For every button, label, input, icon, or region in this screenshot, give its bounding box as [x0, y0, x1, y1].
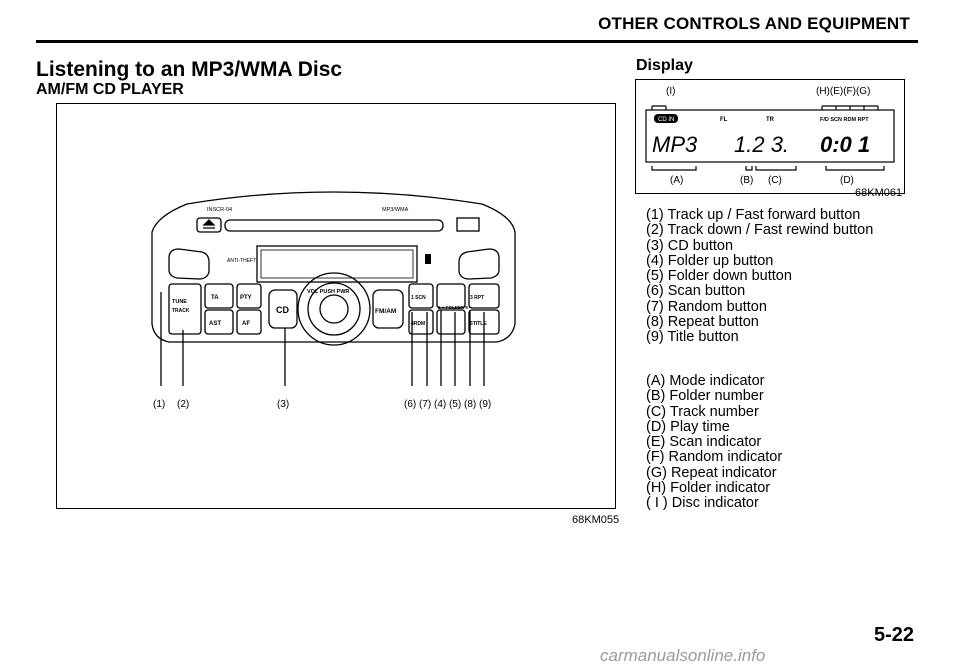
fmam-button-label: FM/AM — [375, 308, 396, 315]
display-figure-caption: 68KM061 — [855, 187, 903, 199]
fl-indicator: FL — [720, 117, 728, 123]
section-header: OTHER CONTROLS AND EQUIPMENT — [598, 14, 910, 33]
tune-label: TUNE — [172, 299, 187, 305]
list-item: (3) CD button — [646, 237, 734, 254]
page-title: Listening to an MP3/WMA Disc — [36, 58, 343, 81]
folder-label: 2 + FOLDER 5 - — [438, 305, 471, 310]
label-h-e-f-g: (H)(E)(F)(G) — [816, 86, 870, 97]
page-number: 5-22 — [873, 624, 914, 646]
title-button-label: 6TITLE — [470, 321, 487, 327]
label-a: (A) — [670, 175, 683, 186]
scn-label: 1 SCN — [411, 295, 426, 301]
callout-6: (6) — [404, 399, 416, 410]
label-i: (I) — [666, 86, 675, 97]
watermark: carmanualsonline.info — [600, 646, 766, 665]
format-label: MP3/WMA — [382, 207, 409, 213]
player-illustration: INSCR-04 MP3/WMA ANTI-THEFT VOL PUSH PWR… — [151, 191, 516, 410]
header-rule — [36, 40, 918, 43]
page-subtitle: AM/FM CD PLAYER — [36, 81, 184, 98]
list-item: (A) Mode indicator — [646, 373, 765, 389]
list-item: (B) Folder number — [646, 388, 764, 405]
vol-label: VOL PUSH PWR — [307, 289, 349, 295]
pty-label: PTY — [240, 295, 252, 301]
indicators-list: (A) Mode indicator (B) Folder number (C)… — [646, 373, 783, 512]
lcd-mode: MP3 — [652, 132, 698, 157]
callout-2: (2) — [177, 399, 189, 410]
callout-1: (1) — [153, 399, 165, 410]
list-item: (1) Track up / Fast forward button — [646, 207, 861, 223]
list-item: (F) Random indicator — [646, 449, 783, 466]
display-illustration: (I) (H)(E)(F)(G) CD IN FL TR F/D SCN RDM… — [645, 86, 895, 186]
callout-5: (5) — [449, 399, 461, 410]
disc-indicator: CD IN — [658, 117, 674, 123]
callout-3: (3) — [277, 399, 289, 410]
list-item: (G) Repeat indicator — [646, 464, 777, 481]
callout-9: (9) — [479, 399, 491, 410]
display-heading: Display — [636, 57, 693, 74]
list-item: (4) Folder up button — [646, 252, 774, 269]
list-item: (7) Random button — [646, 298, 767, 315]
ast-label: AST — [209, 321, 221, 327]
callout-7: (7) — [419, 399, 431, 410]
label-d: (D) — [840, 175, 854, 186]
list-item: (D) Play time — [646, 418, 730, 435]
list-item: (5) Folder down button — [646, 268, 792, 285]
callout-8: (8) — [464, 399, 476, 410]
ta-label: TA — [211, 295, 219, 301]
rdm-label: 4RDM — [411, 321, 425, 327]
lcd-track: 1.2 3. — [734, 132, 789, 157]
list-item: (E) Scan indicator — [646, 434, 762, 451]
model-label: INSCR-04 — [207, 207, 232, 213]
list-item: ( I ) Disc indicator — [646, 495, 759, 512]
anti-theft-label: ANTI-THEFT — [227, 258, 256, 264]
callout-4: (4) — [434, 399, 446, 410]
label-b: (B) — [740, 175, 753, 186]
list-item: (6) Scan button — [646, 283, 746, 300]
af-label: AF — [242, 321, 250, 327]
buttons-list: (1) Track up / Fast forward button (2) T… — [646, 207, 874, 346]
list-item: (H) Folder indicator — [646, 480, 771, 497]
label-c: (C) — [768, 175, 782, 186]
rpt-label: 3 RPT — [470, 295, 484, 301]
player-figure: INSCR-04 MP3/WMA ANTI-THEFT VOL PUSH PWR… — [56, 103, 616, 509]
list-item: (2) Track down / Fast rewind button — [646, 222, 874, 239]
list-item: (9) Title button — [646, 329, 739, 346]
cd-button-label: CD — [276, 305, 289, 315]
track-label: TRACK — [172, 308, 190, 314]
display-figure: (I) (H)(E)(F)(G) CD IN FL TR F/D SCN RDM… — [635, 79, 905, 194]
lcd-time: 0:0 1 — [820, 132, 870, 157]
tr-indicator: TR — [766, 117, 775, 123]
flags-indicator: F/D SCN RDM RPT — [820, 117, 869, 123]
player-figure-caption: 68KM055 — [572, 514, 620, 526]
list-item: (8) Repeat button — [646, 314, 759, 331]
list-item: (C) Track number — [646, 403, 759, 420]
